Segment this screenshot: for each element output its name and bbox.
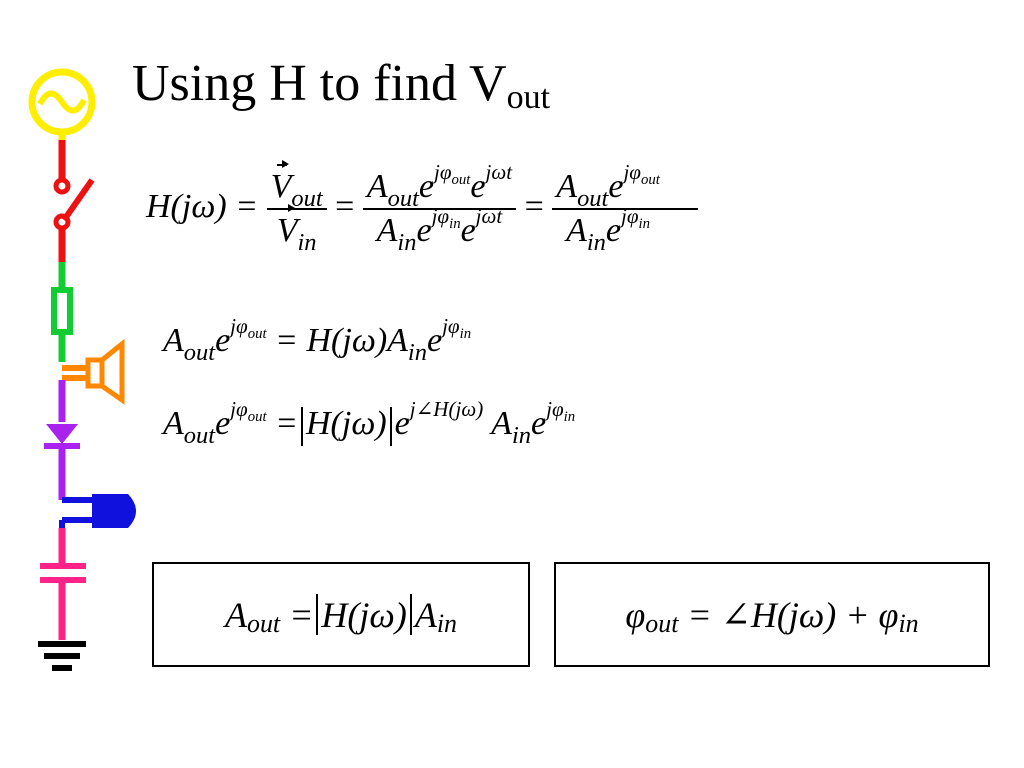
transfer-function-equation: H(jω) = Vout Vin = Aoutejφoutejωt Ainejφ… (146, 160, 698, 256)
output-phasor-equation: Aoutejφout = H(jω)Ainejφin (163, 314, 472, 366)
ac-source-icon (28, 68, 96, 140)
speaker-icon (62, 338, 125, 405)
capacitor-icon (40, 528, 86, 640)
fraction-phasor-time: Aoutejφoutejωt Ainejφinejωt (362, 160, 517, 256)
fraction-phasor: Aoutejφout Ainejφin (552, 160, 698, 256)
ground-icon (38, 641, 86, 671)
fraction-v-out-over-v-in: Vout Vin (266, 160, 327, 256)
diode-icon (44, 380, 80, 500)
page-title: Using H to find Vout (132, 55, 551, 116)
polar-form-equation: Aoutejφout =H(jω)ej∠H(jω) Ainejφin (163, 397, 576, 449)
resistor-icon (51, 262, 73, 362)
lamp-icon (59, 494, 136, 564)
switch-icon (53, 140, 95, 262)
circuit-strip (28, 68, 136, 671)
